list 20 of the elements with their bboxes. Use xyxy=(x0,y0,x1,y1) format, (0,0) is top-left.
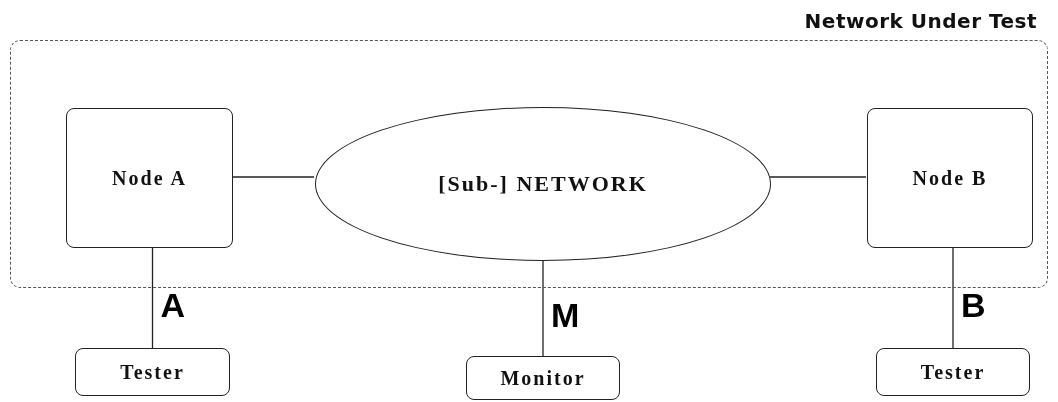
node-label: [Sub-] NETWORK xyxy=(438,171,648,197)
connector-line xyxy=(952,246,954,349)
connector-line xyxy=(769,176,867,178)
connector-line xyxy=(231,176,315,178)
edge-label: A xyxy=(160,287,186,322)
node-label: Node A xyxy=(112,166,187,190)
connector-line xyxy=(151,246,154,349)
connector-line xyxy=(542,259,544,357)
edge-label: B xyxy=(961,287,986,322)
node-label: Node B xyxy=(912,166,988,190)
node-label: Monitor xyxy=(500,366,586,390)
node-box xyxy=(75,348,230,396)
edge-label: M xyxy=(551,298,580,332)
node-label: Tester xyxy=(120,360,185,384)
node-box xyxy=(466,356,620,400)
node-label: Tester xyxy=(920,360,986,384)
boundary-title: Network Under Test xyxy=(804,9,1037,33)
node-box xyxy=(876,348,1030,396)
node-box xyxy=(867,108,1033,248)
node-box xyxy=(66,108,233,248)
